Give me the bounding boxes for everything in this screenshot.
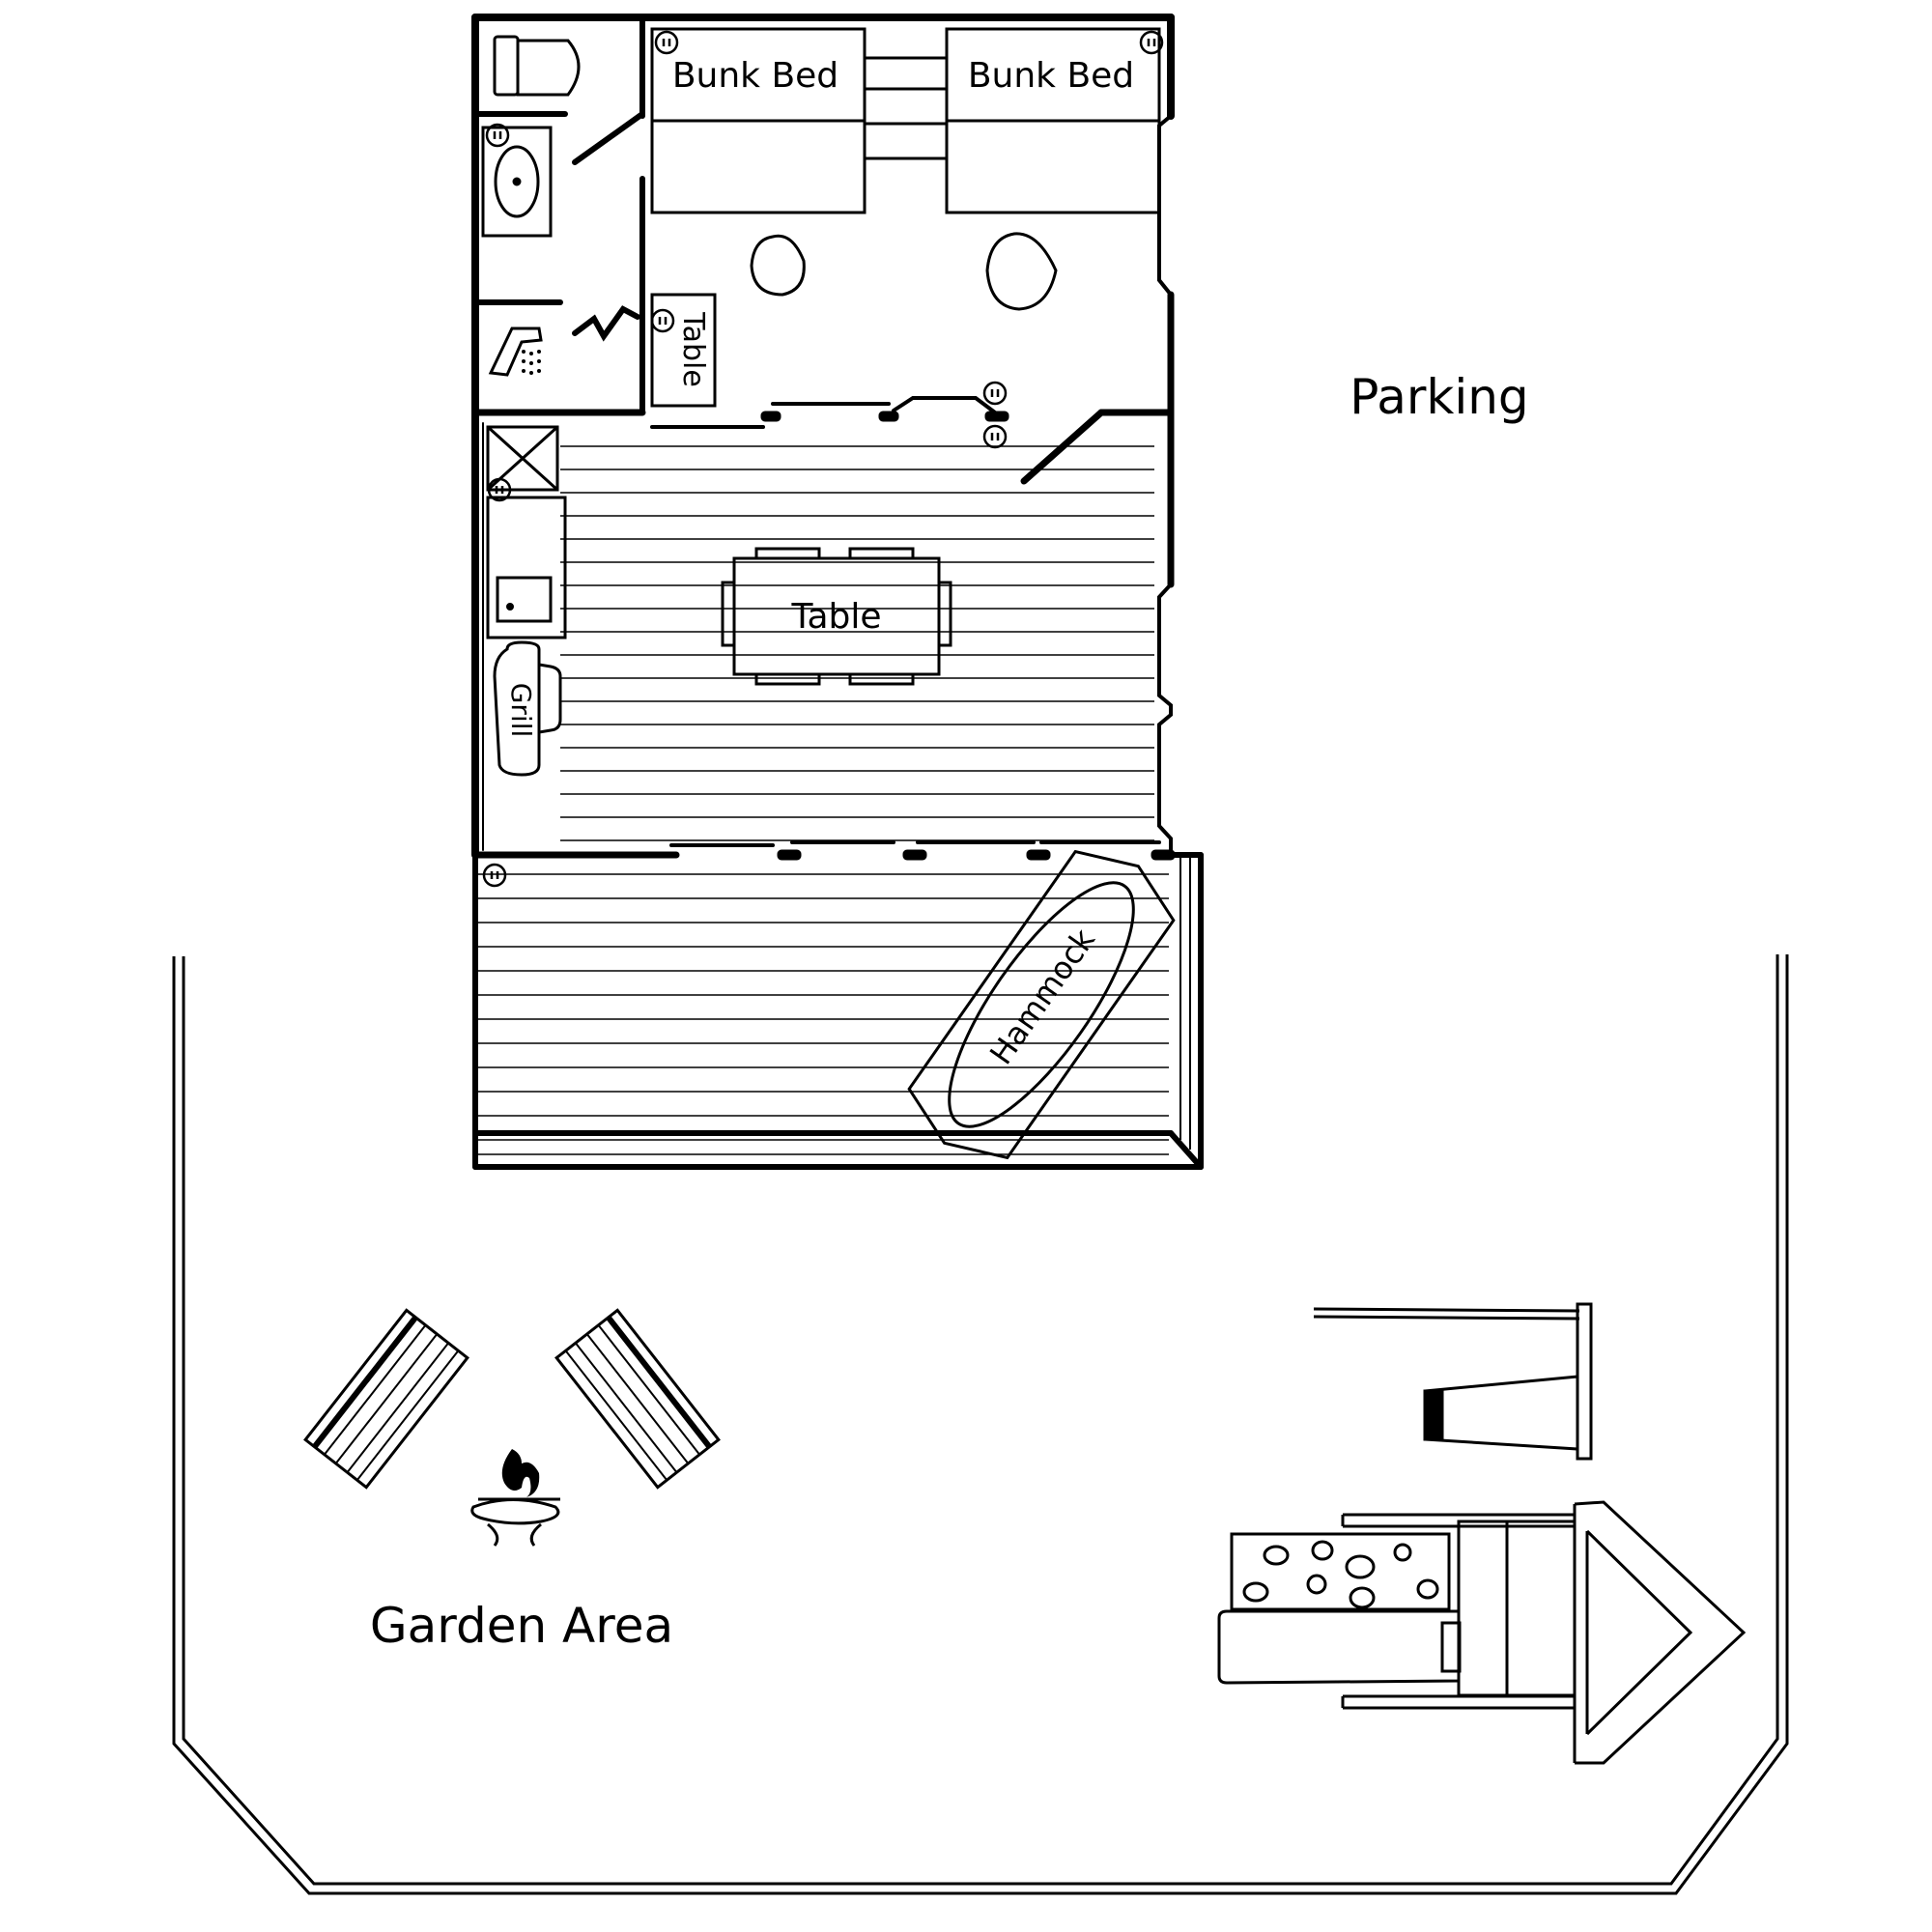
grill	[493, 640, 562, 777]
cabin-walls	[471, 14, 1204, 861]
sink-icon	[481, 126, 553, 238]
bunk-bed-2-label: Bunk Bed	[968, 56, 1134, 96]
bunk-bed-1	[650, 27, 867, 214]
toilet-icon	[493, 35, 581, 97]
living-floor-boards	[560, 445, 1154, 841]
outlet-icon	[982, 381, 1008, 406]
playset-icon	[1217, 1302, 1747, 1765]
garden-fence	[172, 954, 1789, 1895]
garden-label: Garden Area	[370, 1598, 673, 1654]
side-table-label: Table	[676, 311, 710, 387]
hammock	[907, 849, 1176, 1160]
grill-label: Grill	[505, 683, 537, 738]
dining-table	[721, 547, 952, 686]
parking-label: Parking	[1350, 369, 1528, 425]
outlet-icon	[1139, 30, 1164, 55]
outlet-icon	[650, 308, 675, 333]
bunk-bed-1-label: Bunk Bed	[672, 56, 838, 96]
fire-pit-icon	[470, 1449, 560, 1547]
side-table	[650, 293, 717, 408]
shower-icon	[488, 327, 543, 377]
outlet-icon	[982, 424, 1008, 449]
outlet-icon	[485, 123, 510, 148]
bunk-bed-2	[945, 27, 1161, 214]
dining-table-label: Table	[790, 597, 881, 637]
ladder	[865, 56, 947, 160]
outlet-icon	[482, 863, 507, 888]
outlet-icon	[487, 477, 512, 502]
kitchen-counter	[486, 496, 567, 639]
deck	[472, 852, 1204, 1170]
outlet-icon	[654, 30, 679, 55]
bench-right	[554, 1308, 721, 1490]
rug-2	[985, 232, 1058, 311]
bench-left	[303, 1308, 469, 1490]
rug-1	[750, 234, 806, 297]
